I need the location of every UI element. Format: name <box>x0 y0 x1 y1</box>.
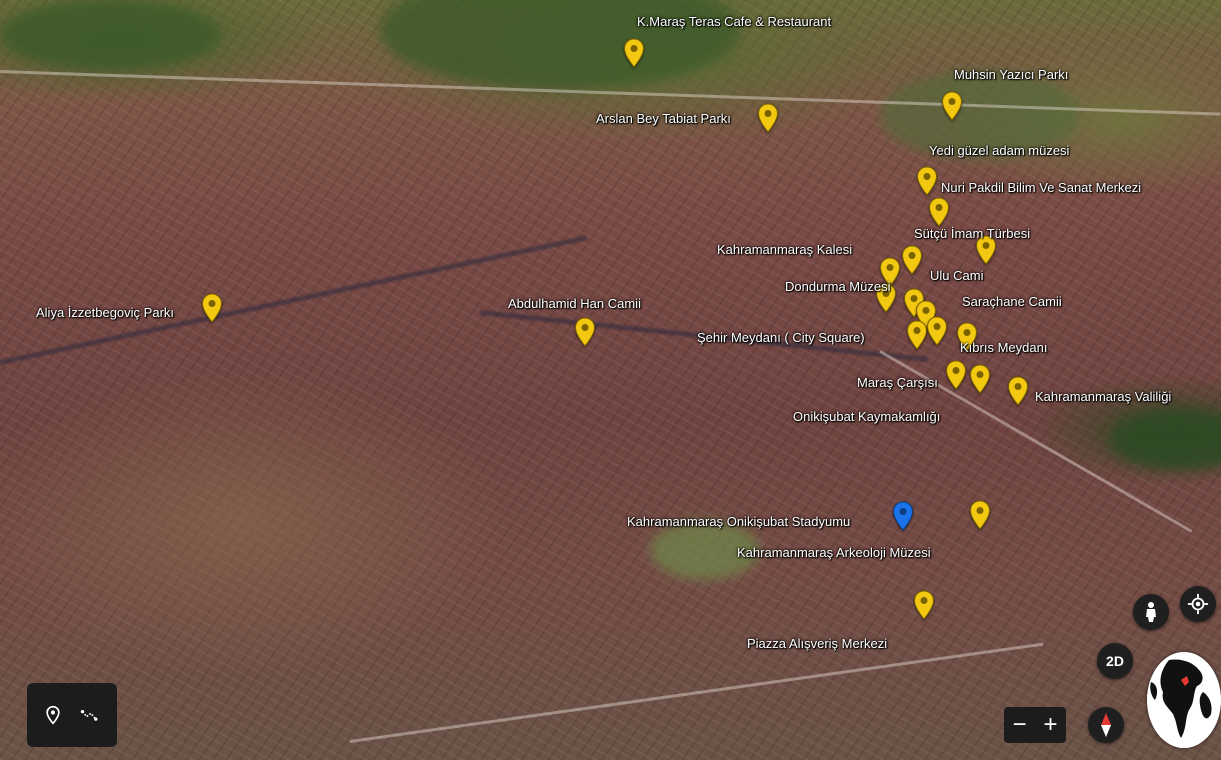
marker-cluster[interactable] <box>926 316 948 346</box>
place-label[interactable]: Muhsin Yazıcı Parkı <box>954 67 1069 82</box>
place-label[interactable]: Aliya İzzetbegoviç Parkı <box>36 305 175 320</box>
marker-kahramanmaras-kalesi[interactable] <box>975 235 997 265</box>
forest-area <box>1110 410 1221 470</box>
forest-area <box>880 70 1080 160</box>
marker-ulu-cami[interactable] <box>901 245 923 275</box>
place-label[interactable]: Nuri Pakdil Bilim Ve Sanat Merkezi <box>941 180 1142 195</box>
compass-icon <box>1099 712 1113 738</box>
place-label[interactable]: Kahramanmaraş Arkeoloji Müzesi <box>737 545 931 560</box>
marker-stadium-selected[interactable] <box>892 501 914 531</box>
place-label[interactable]: Şehir Meydanı ( City Square) <box>697 330 865 345</box>
stadium-green-area <box>650 520 760 580</box>
place-label[interactable]: Abdulhamid Han Camii <box>508 296 641 311</box>
marker-valilik[interactable] <box>1007 376 1029 406</box>
marker-kibris-meydani[interactable] <box>956 322 978 352</box>
my-location-button[interactable] <box>1180 586 1216 622</box>
river <box>0 235 588 365</box>
place-label[interactable]: Arslan Bey Tabiat Parkı <box>596 111 731 126</box>
marker-maras-carsisi[interactable] <box>945 360 967 390</box>
marker-muhsin-yazici-parki[interactable] <box>941 91 963 121</box>
place-label[interactable]: Ulu Cami <box>930 268 984 283</box>
place-icon[interactable] <box>43 705 63 725</box>
place-label[interactable]: Sütçü İmam Türbesi <box>914 226 1031 241</box>
place-label[interactable]: Maraş Çarşısı <box>857 375 938 390</box>
globe-icon[interactable] <box>1147 652 1221 748</box>
place-label[interactable]: Kahramanmaraş Onikişubat Stadyumu <box>627 514 851 529</box>
place-label[interactable]: Piazza Alışveriş Merkezi <box>747 636 888 651</box>
place-label[interactable]: Dondurma Müzesi <box>785 279 891 294</box>
marker-maras-carsisi-2[interactable] <box>969 364 991 394</box>
marker-teras-cafe[interactable] <box>623 38 645 68</box>
road <box>349 642 1044 743</box>
zoom-out-button[interactable]: − <box>1012 711 1027 738</box>
forest-area <box>0 0 220 70</box>
tool-panel <box>27 683 117 747</box>
marker-nuri-pakdil[interactable] <box>916 166 938 196</box>
place-label[interactable]: Kıbrıs Meydanı <box>960 340 1048 355</box>
place-label[interactable]: K.Maraş Teras Cafe & Restaurant <box>637 14 832 29</box>
marker-aliya-izzetbegovic-parki[interactable] <box>201 293 223 323</box>
marker-arkeoloji-muzesi[interactable] <box>969 500 991 530</box>
place-label[interactable]: Saraçhane Camii <box>962 294 1062 309</box>
marker-sehir-meydani[interactable] <box>906 320 928 350</box>
place-label[interactable]: Onikişubat Kaymakamlığı <box>793 409 941 424</box>
zoom-in-button[interactable]: + <box>1043 711 1058 738</box>
street-view-button[interactable] <box>1133 594 1169 630</box>
marker-arslan-bey-tabiat-parki[interactable] <box>757 103 779 133</box>
marker-cluster[interactable] <box>875 283 897 313</box>
marker-abdulhamid-han-camii[interactable] <box>574 317 596 347</box>
pegman-icon <box>1142 601 1160 623</box>
my-location-icon <box>1187 593 1209 615</box>
place-label[interactable]: Yedi güzel adam müzesi <box>929 143 1070 158</box>
compass-button[interactable] <box>1088 707 1124 743</box>
view-toggle-2d-button[interactable]: 2D <box>1097 643 1133 679</box>
marker-sutcu-imam-turbesi[interactable] <box>928 197 950 227</box>
place-label[interactable]: Kahramanmaraş Kalesi <box>717 242 853 257</box>
path-icon[interactable] <box>79 705 101 725</box>
marker-piazza[interactable] <box>913 590 935 620</box>
zoom-control: − + <box>1004 707 1066 743</box>
place-label[interactable]: Kahramanmaraş Valiliği <box>1035 389 1172 404</box>
